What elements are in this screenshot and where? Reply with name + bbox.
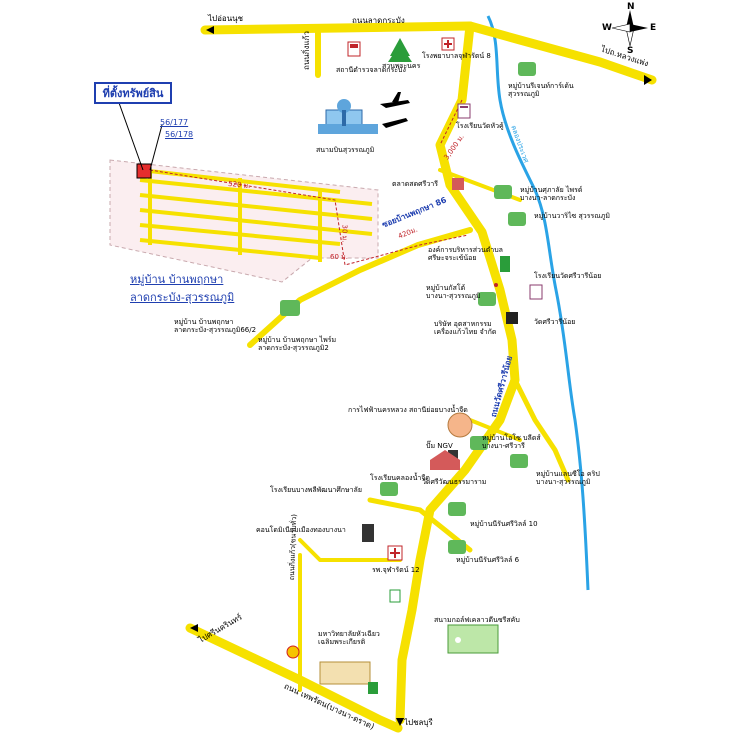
- property-num-2: 56/178: [165, 130, 194, 139]
- seven-eleven-icon: [368, 682, 378, 694]
- hospital-icon-bottom: [387, 545, 403, 561]
- label-village-1: หมู่บ้านรีเจนท์การ์เด้น สุวรรณภูมิ: [508, 82, 574, 99]
- label-village-2: หมู่บ้านศุภาลัย ไพรด์ บางนา-ลาดกระบัง: [520, 186, 583, 203]
- property-num-1: 56/177: [160, 118, 189, 127]
- road-side-2: [367, 497, 473, 553]
- label-university: มหาวิทยาลัยหัวเฉียว เฉลิมพระเกียรติ: [318, 630, 380, 647]
- hospital-icon-top: [441, 37, 455, 51]
- compass-icon: [611, 10, 648, 47]
- project-name-line1: หมู่บ้าน บ้านพฤกษา: [130, 273, 224, 286]
- dist-520: 520 ม.: [227, 179, 251, 191]
- school-icon-top: [457, 103, 471, 119]
- label-village-5: หมู่บ้านโอโซ บลีดส์ บางนา-ศรีวารี: [482, 434, 541, 451]
- label-company: บริษัท อุตสาหกรรม เครื่องแก้วไทย จำกัด: [434, 320, 497, 337]
- label-ngv: ปั๊ม NGV: [426, 442, 453, 450]
- label-electric: การไฟฟ้านครหลวง สถานีย่อยบางน้ำจืด: [348, 406, 468, 414]
- road-side-6: [468, 418, 522, 442]
- electric-icon: [447, 412, 473, 438]
- label-village-7: หมู่บ้านนีรันศรีวิลล์ 10: [470, 520, 538, 528]
- property-streets: [139, 168, 373, 262]
- project-name-line2: ลาดกระบัง-สุวรรณภูมิ: [130, 291, 235, 304]
- title-pointer: [117, 99, 144, 171]
- road-lat-krabang: [200, 21, 657, 85]
- river: [486, 15, 590, 591]
- label-school-top: โรงเรียนวัดหัวคู้: [456, 122, 504, 130]
- compass-s: S: [627, 46, 634, 56]
- dist-60: 60 ม.: [330, 253, 348, 261]
- shell-icon: [286, 645, 300, 659]
- label-kingkaew: ถนนกิ่งแก้ว: [302, 30, 311, 70]
- label-market: ตลาดสดศรีวารี: [392, 180, 438, 188]
- route-dashed: [149, 169, 469, 266]
- label-village-3: หมู่บ้านวาริไซ สุวรรณภูมิ: [534, 212, 610, 220]
- road-bangna-trat: [185, 623, 403, 733]
- label-school-klong: โรงเรียนคลองน้ำจืด: [370, 474, 430, 482]
- label-police: สถานีตำรวจลาดกระบัง: [336, 66, 406, 74]
- route-3000: [439, 99, 463, 146]
- compass-w: W: [602, 23, 612, 33]
- airport-icon: [318, 99, 378, 134]
- label-hospital-top: โรงพยาบาลจุฬารัตน์ 8: [422, 52, 491, 60]
- label-golf: สนามกอล์ฟเคลาวดีนซรีสคับ: [434, 616, 520, 624]
- label-lat-krabang: ถนนลาดกระบัง: [352, 16, 405, 25]
- label-airport: สนามบินสุวรรณภูมิ: [316, 146, 375, 154]
- label-condo: คอนโดมิเนียมเมืองทองบางนา: [256, 526, 346, 534]
- dist-30: 30 ม.: [340, 224, 349, 243]
- road-side-1: [512, 377, 571, 483]
- label-park: สวนพระนคร: [382, 62, 421, 70]
- market-icon: [452, 178, 464, 190]
- label-village-4: หมู่บ้านกัสโต้ บางนา-สุวรรณภูมิ: [426, 284, 481, 301]
- temple-icon: [430, 450, 460, 470]
- company-icon: [506, 312, 518, 324]
- compass-e: E: [650, 23, 657, 33]
- label-village-8: หมู่บ้านนีรันศรีวิลล์ 6: [456, 556, 520, 564]
- label-to-on-nut: ไปอ่อนนุช: [208, 14, 244, 23]
- label-school-sri: โรงเรียนวัดศรีวารีน้อย: [534, 272, 602, 280]
- golf-icon: [447, 624, 499, 654]
- sao-icon: [494, 256, 510, 287]
- direction-arrows: [190, 26, 652, 726]
- pump-sign-icon: [389, 589, 401, 603]
- property-marker[interactable]: [136, 163, 152, 179]
- label-to-chonburi: ไปชลบุรี: [404, 718, 433, 727]
- road-side-3: [298, 538, 402, 562]
- label-temple-sri: วัดศรีวารีน้อย: [534, 318, 576, 326]
- park-icon: [388, 38, 412, 62]
- school-icon-sri: [529, 284, 543, 300]
- road-network: [185, 21, 657, 733]
- condo-icon: [362, 524, 374, 542]
- airplane-icon: [380, 92, 410, 128]
- label-pruksa-66: หมู่บ้าน บ้านพฤกษา ลาดกระบัง-สุวรรณภูมิ6…: [174, 318, 257, 335]
- label-hospital-bottom: รพ.จุฬารัตน์ 12: [372, 566, 420, 574]
- compass-n: N: [627, 2, 635, 12]
- label-pruksa-prim: หมู่บ้าน บ้านพฤกษา ไพร์ม ลาดกระบัง-สุวรร…: [258, 336, 337, 353]
- village-icons: [280, 62, 536, 554]
- property-title: ที่ตั้งทรัพย์สิน: [94, 82, 172, 104]
- university-icon: [319, 661, 371, 685]
- label-temple-sri-tham: วัดศรีวัฒนธรรมาราม: [422, 478, 487, 486]
- label-village-6: หมู่บ้านแลนซีโอ คริป บางนา-สุวรรณภูมิ: [536, 470, 600, 487]
- police-icon: [347, 41, 361, 57]
- label-sao: องค์การบริหารส่วนตำบล ศรีษะจระเข้น้อย: [428, 246, 503, 263]
- label-school-bangphli: โรงเรียนบางพลีพัฒนาศึกษาลัย: [270, 486, 362, 494]
